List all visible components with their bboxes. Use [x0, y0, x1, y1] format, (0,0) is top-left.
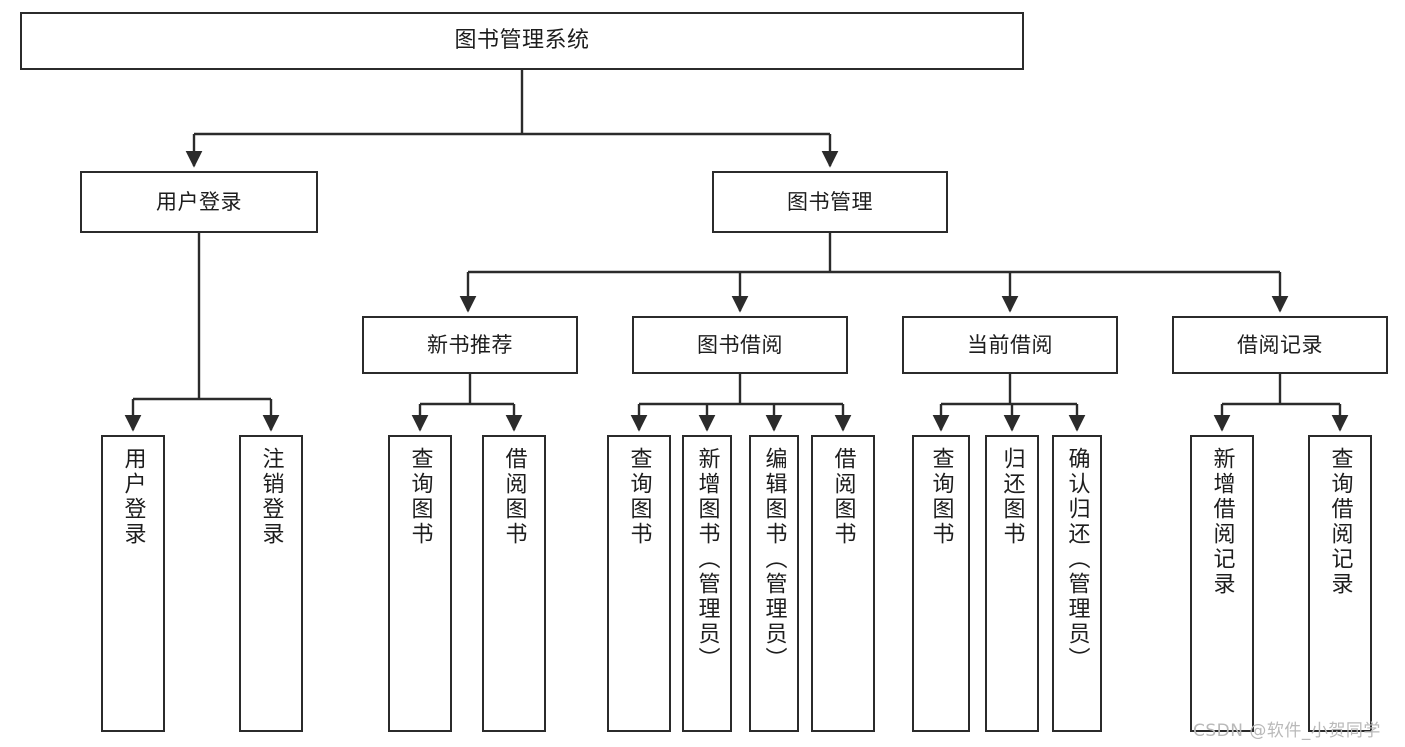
leaf-add-borrow-record-label: 新增借阅记录	[1209, 447, 1235, 597]
leaf-query-book-current[interactable]: 查询图书	[912, 435, 970, 732]
leaf-borrow-book-newbook-label: 借阅图书	[501, 447, 527, 547]
node-book-borrow-label: 图书借阅	[697, 332, 783, 357]
node-root-label: 图书管理系统	[454, 27, 590, 53]
leaf-borrow-book-newbook[interactable]: 借阅图书	[482, 435, 546, 732]
node-root[interactable]: 图书管理系统	[20, 12, 1024, 70]
node-new-book-recommend[interactable]: 新书推荐	[362, 316, 578, 374]
leaf-query-borrow-record[interactable]: 查询借阅记录	[1308, 435, 1372, 732]
leaf-user-login-label: 用户登录	[120, 447, 146, 547]
node-current-borrow[interactable]: 当前借阅	[902, 316, 1118, 374]
leaf-logout[interactable]: 注销登录	[239, 435, 303, 732]
leaf-return-book[interactable]: 归还图书	[985, 435, 1039, 732]
edges-records-to-leaves	[1213, 374, 1349, 432]
leaf-borrow-book-label: 借阅图书	[830, 447, 856, 547]
edges-bookmgmt-to-level3	[459, 233, 1289, 313]
leaf-add-book-admin[interactable]: 新增图书（管理员）	[682, 435, 732, 732]
leaf-query-book-newbook[interactable]: 查询图书	[388, 435, 452, 732]
leaf-return-book-label: 归还图书	[999, 447, 1025, 547]
leaf-borrow-book[interactable]: 借阅图书	[811, 435, 875, 732]
edges-root-to-level2	[185, 70, 839, 168]
edges-borrow-to-leaves	[630, 374, 852, 432]
edges-newbook-to-leaves	[411, 374, 523, 432]
edges-userlogin-to-leaves	[124, 233, 280, 432]
node-book-management-label: 图书管理	[787, 189, 873, 214]
node-user-login[interactable]: 用户登录	[80, 171, 318, 233]
leaf-edit-book-admin-label: 编辑图书（管理员）	[761, 447, 787, 672]
node-borrow-records[interactable]: 借阅记录	[1172, 316, 1388, 374]
leaf-confirm-return-admin-label: 确认归还（管理员）	[1064, 447, 1090, 672]
node-current-borrow-label: 当前借阅	[967, 332, 1053, 357]
leaf-confirm-return-admin[interactable]: 确认归还（管理员）	[1052, 435, 1102, 732]
leaf-query-book-borrow[interactable]: 查询图书	[607, 435, 671, 732]
leaf-query-book-current-label: 查询图书	[928, 447, 954, 547]
leaf-edit-book-admin[interactable]: 编辑图书（管理员）	[749, 435, 799, 732]
leaf-add-borrow-record[interactable]: 新增借阅记录	[1190, 435, 1254, 732]
node-user-login-label: 用户登录	[156, 189, 242, 214]
leaf-logout-label: 注销登录	[258, 447, 284, 547]
leaf-query-book-newbook-label: 查询图书	[407, 447, 433, 547]
node-borrow-records-label: 借阅记录	[1237, 332, 1323, 357]
node-book-borrow[interactable]: 图书借阅	[632, 316, 848, 374]
watermark-text: CSDN @软件_小贺同学	[1193, 721, 1381, 741]
node-book-management[interactable]: 图书管理	[712, 171, 948, 233]
leaf-add-book-admin-label: 新增图书（管理员）	[694, 447, 720, 672]
node-new-book-recommend-label: 新书推荐	[427, 332, 513, 357]
leaf-query-borrow-record-label: 查询借阅记录	[1327, 447, 1353, 597]
edges-current-to-leaves	[932, 374, 1086, 432]
leaf-query-book-borrow-label: 查询图书	[626, 447, 652, 547]
leaf-user-login[interactable]: 用户登录	[101, 435, 165, 732]
